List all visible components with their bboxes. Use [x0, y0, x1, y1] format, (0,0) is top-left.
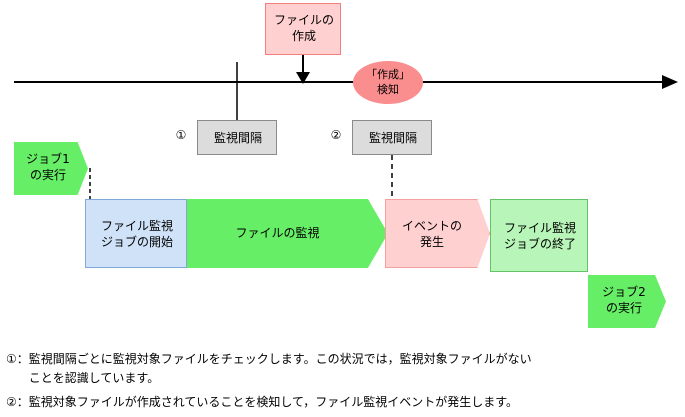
footnote-1-line-1: 監視間隔ごとに監視対象ファイルをチェックします。この状況では，監視対象ファイルが…	[28, 352, 532, 366]
footnotes: ①： 監視間隔ごとに監視対象ファイルをチェックします。この状況では，監視対象ファ…	[6, 350, 681, 417]
file-watch-job-start-label: ファイル監視ジョブの開始	[100, 219, 173, 249]
file-creation-box-label: ファイルの作成	[273, 13, 334, 43]
file-creation-box: ファイルの作成	[265, 3, 341, 55]
footnote-2-key: ②：	[6, 395, 29, 409]
file-creation-arrowhead	[296, 72, 310, 84]
interval-marker-1: ①	[175, 128, 187, 142]
monitoring-interval-label-1: 監視間隔	[213, 131, 262, 145]
file-watch-job-end-shape: ファイル監視ジョブの終了	[490, 199, 588, 272]
event-occurrence-shape: イベントの発生	[385, 199, 490, 268]
monitoring-interval-box-1: 監視間隔	[197, 120, 277, 155]
file-watch-job-end-label: ファイル監視ジョブの終了	[503, 221, 576, 251]
creation-detected-label: 「作成」検知	[366, 68, 410, 96]
file-watching-shape: ファイルの監視	[187, 199, 388, 268]
footnote-1-key: ①：	[6, 352, 29, 366]
footnote-1-body: 監視間隔ごとに監視対象ファイルをチェックします。この状況では，監視対象ファイルが…	[29, 350, 681, 388]
monitoring-interval-label-2: 監視間隔	[368, 131, 417, 145]
file-watch-job-start-shape: ファイル監視ジョブの開始	[85, 199, 187, 268]
interval-marker-2: ②	[330, 128, 342, 142]
footnote-1: ①： 監視間隔ごとに監視対象ファイルをチェックします。この状況では，監視対象ファ…	[6, 350, 681, 388]
footnote-2-body: 監視対象ファイルが作成されていることを検知して，ファイル監視イベントが発生します…	[29, 393, 681, 412]
monitoring-interval-box-2: 監視間隔	[352, 120, 432, 155]
footnote-1-line-2: ことを認識しています。	[28, 371, 160, 385]
creation-detected-ellipse: 「作成」検知	[353, 61, 423, 104]
footnote-2: ②： 監視対象ファイルが作成されていることを検知して，ファイル監視イベントが発生…	[6, 393, 681, 412]
event-occurrence-label: イベントの発生	[401, 219, 462, 249]
file-watching-label: ファイルの監視	[235, 226, 320, 240]
timeline-arrowhead	[662, 75, 678, 89]
footnote-2-line-1: 監視対象ファイルが作成されていることを検知して，ファイル監視イベントが発生します…	[28, 395, 519, 409]
